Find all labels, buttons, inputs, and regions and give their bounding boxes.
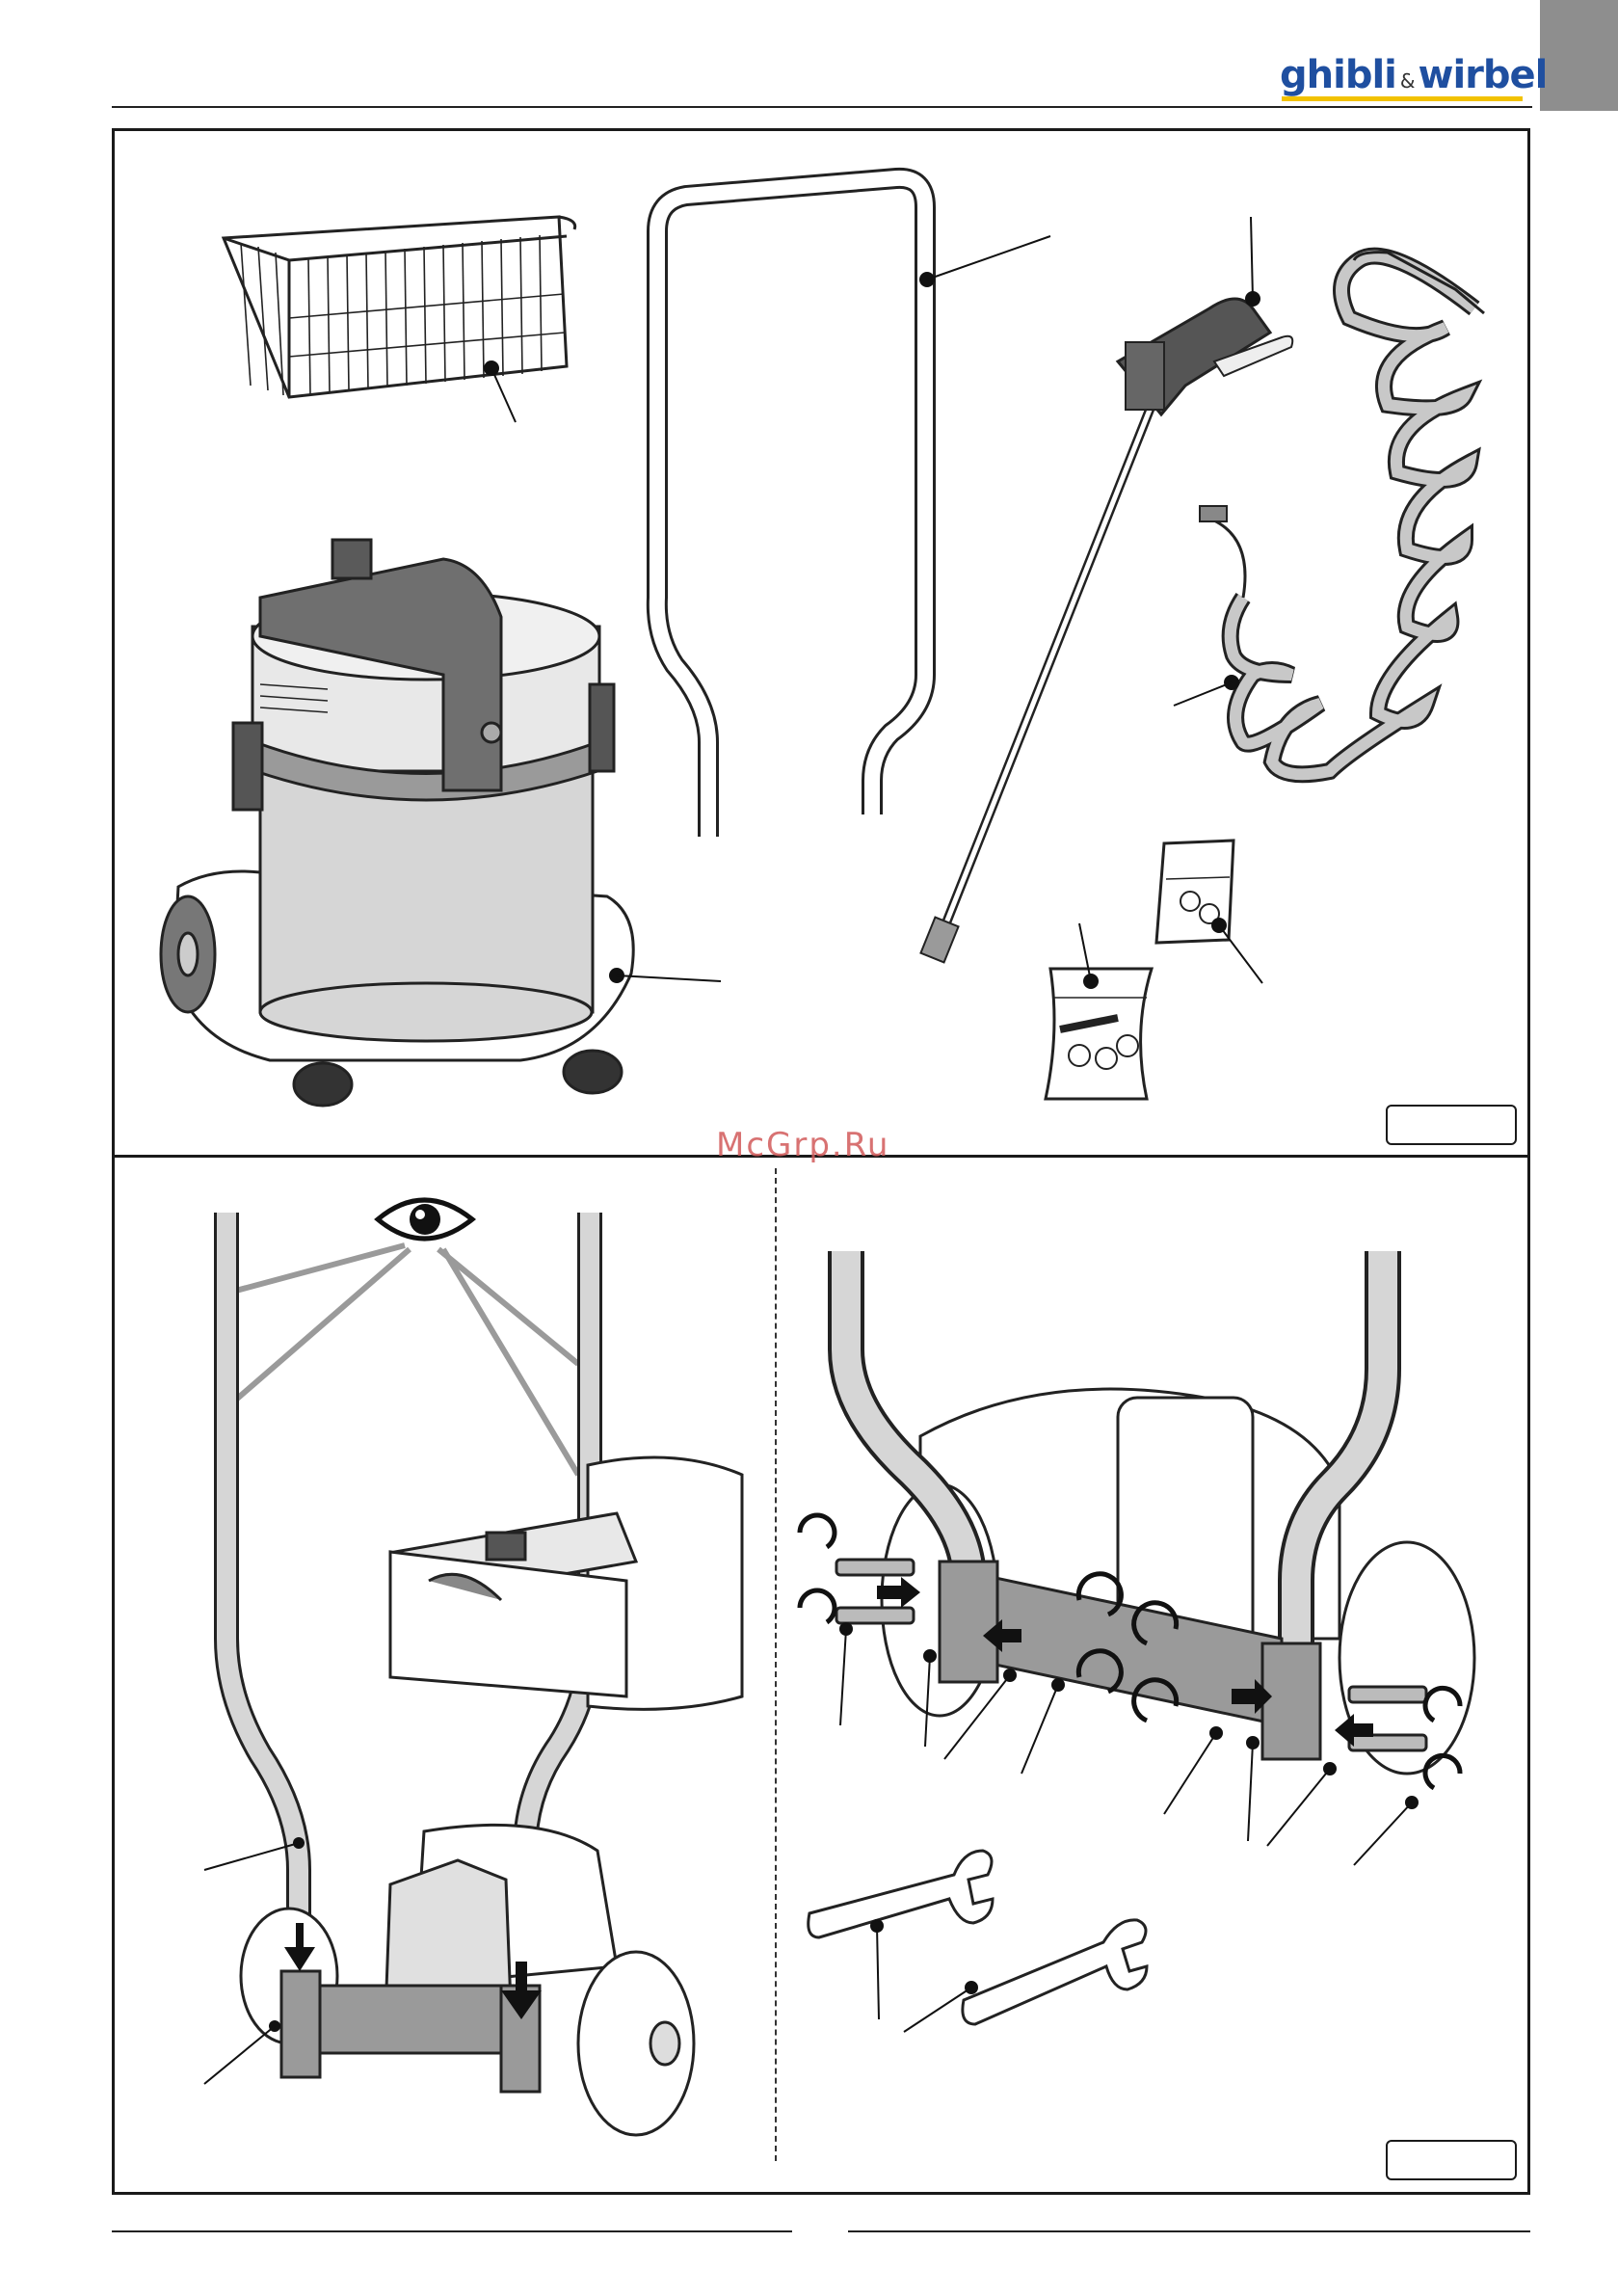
callout-line	[1251, 217, 1253, 299]
figure-label-box-bottom	[1386, 2140, 1517, 2180]
basket-illustration	[224, 217, 575, 397]
callout-line	[1174, 682, 1232, 706]
callout-line	[617, 975, 721, 981]
eye-icon	[378, 1200, 472, 1239]
crossbar-illustration	[281, 1971, 540, 2092]
wrench-icon	[809, 1851, 993, 1937]
figure-label-box-top	[1386, 1105, 1517, 1145]
footer-rule-right	[848, 2230, 1530, 2232]
callout-line	[1219, 925, 1262, 983]
parts-bag-2-illustration	[1046, 969, 1152, 1099]
callout-line	[927, 236, 1050, 280]
callout-line	[204, 2026, 275, 2084]
handle-illustration	[657, 178, 925, 837]
callout-line	[204, 1843, 299, 1870]
vacuum-body-illustration	[161, 540, 633, 1106]
watermark: McGrp.Ru	[716, 1126, 889, 1164]
sight-lines	[222, 1245, 578, 1475]
wrench-icon	[963, 1920, 1147, 2024]
footer-rule-left	[112, 2230, 792, 2232]
callout-line	[491, 368, 516, 422]
